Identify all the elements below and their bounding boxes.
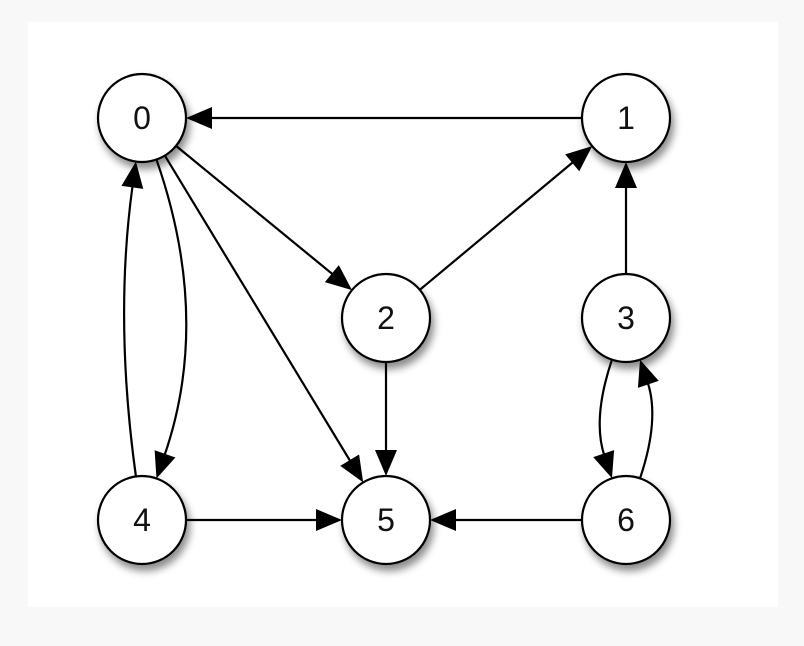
edge-3-to-6 (593, 359, 615, 479)
node-3: 3 (580, 272, 672, 364)
edge-3-to-1 (615, 162, 637, 274)
node-4: 4 (96, 474, 188, 566)
edge-0-to-2 (175, 145, 352, 291)
arrowhead (637, 359, 659, 388)
edge-curve (598, 359, 614, 457)
arrowhead (324, 265, 352, 291)
edge-curve (155, 159, 188, 457)
edge-6-to-5 (430, 509, 582, 531)
node-2: 2 (340, 272, 432, 364)
arrowhead (430, 509, 456, 531)
edge-curve (123, 184, 138, 477)
edge-4-to-0 (121, 161, 144, 477)
edge-0-to-5 (163, 155, 364, 483)
arrowhead (154, 450, 176, 479)
edge-line (419, 160, 575, 291)
arrowhead (593, 450, 615, 479)
edge-4-to-5 (186, 509, 342, 531)
arrowhead (316, 509, 342, 531)
node-circle (96, 474, 188, 566)
node-1: 1 (580, 72, 672, 164)
node-label: 5 (377, 502, 395, 538)
edge-1-to-0 (186, 107, 582, 129)
nodes-layer: 0 1 2 3 4 5 6 (96, 72, 672, 566)
node-circle (340, 474, 432, 566)
node-label: 4 (133, 502, 151, 538)
node-label: 3 (617, 300, 635, 336)
node-6: 6 (580, 474, 672, 566)
edge-line (163, 155, 352, 463)
arrowhead (340, 454, 364, 483)
node-label: 0 (133, 100, 151, 136)
node-circle (96, 72, 188, 164)
node-label: 2 (377, 300, 395, 336)
edge-0-to-4 (154, 159, 188, 479)
edge-2-to-1 (419, 146, 593, 291)
edge-6-to-3 (637, 359, 659, 479)
arrowhead (121, 161, 144, 189)
node-circle (580, 72, 672, 164)
arrowhead (375, 450, 397, 476)
arrowhead (565, 146, 593, 172)
node-label: 1 (617, 100, 635, 136)
arrowhead (186, 107, 212, 129)
node-label: 6 (617, 502, 635, 538)
node-circle (340, 272, 432, 364)
node-0: 0 (96, 72, 188, 164)
node-circle (580, 474, 672, 566)
edge-line (175, 145, 335, 277)
node-circle (580, 272, 672, 364)
node-5: 5 (340, 474, 432, 566)
edge-curve (638, 381, 654, 479)
edges-layer (121, 107, 659, 531)
arrowhead (615, 162, 637, 188)
edge-2-to-5 (375, 362, 397, 476)
